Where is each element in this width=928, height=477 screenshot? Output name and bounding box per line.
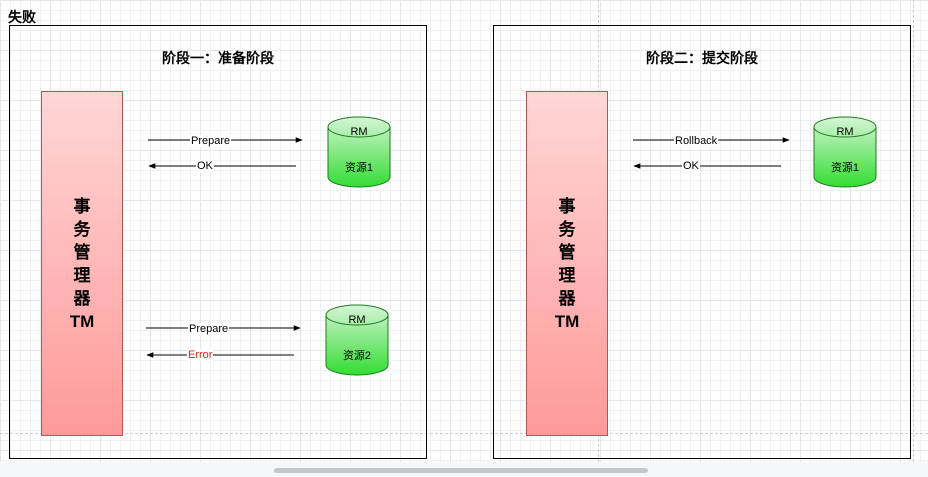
resource-name: 资源2: [343, 348, 371, 362]
tm-label-char: TM: [554, 311, 580, 331]
rm-label: RM: [348, 314, 365, 326]
phase-one-panel: 阶段一：准备阶段 事 务 管 理 器 TM: [9, 25, 427, 459]
tm-label-char: 管: [558, 242, 576, 262]
transaction-manager-box[interactable]: 事 务 管 理 器 TM: [526, 91, 608, 436]
tm-label-char: 务: [73, 219, 91, 239]
prepare-label: Prepare: [190, 135, 232, 147]
resource-1-cylinder[interactable]: RM 资源1: [327, 116, 391, 189]
tm-label-char: 务: [558, 219, 576, 239]
tm-label-char: TM: [69, 311, 95, 331]
tm-label-char: 器: [558, 288, 576, 308]
transaction-manager-box[interactable]: 事 务 管 理 器 TM: [41, 91, 123, 436]
phase-two-panel: 阶段二：提交阶段 事 务 管 理 器 TM: [493, 25, 911, 459]
resource-1-cylinder-phase-two[interactable]: RM 资源1: [813, 116, 877, 189]
error-label: Error: [187, 349, 214, 361]
tm-label-char: 理: [73, 265, 91, 285]
ok-label: OK: [196, 160, 214, 172]
resource-name: 资源1: [345, 160, 373, 174]
rollback-label: Rollback: [674, 135, 719, 147]
page-title: 失败: [8, 9, 36, 25]
resource-2-cylinder[interactable]: RM 资源2: [325, 304, 389, 377]
phase-two-title: 阶段二：提交阶段: [646, 50, 758, 66]
tm-label-char: 管: [73, 242, 91, 262]
tm-label-char: 事: [73, 196, 91, 216]
prepare-label: Prepare: [188, 323, 230, 335]
tm-label-char: 理: [558, 265, 576, 285]
horizontal-scrollbar[interactable]: [0, 462, 928, 477]
tm-label-char: 事: [558, 196, 576, 216]
resource-name: 资源1: [831, 160, 859, 174]
scrollbar-thumb[interactable]: [274, 468, 648, 473]
tm-label-char: 器: [73, 288, 91, 308]
ok-label: OK: [682, 160, 700, 172]
rm-label: RM: [350, 126, 367, 138]
rm-label: RM: [836, 126, 853, 138]
phase-one-title: 阶段一：准备阶段: [162, 50, 274, 66]
